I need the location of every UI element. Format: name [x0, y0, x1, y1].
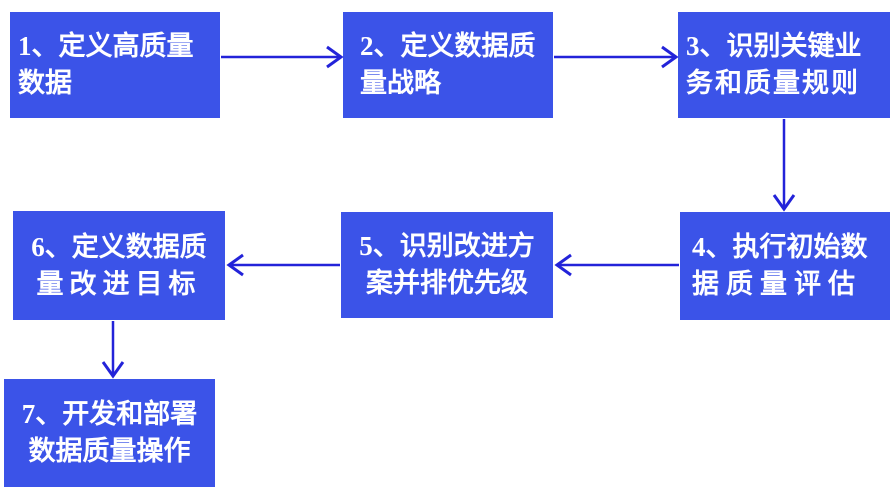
flow-step-3: 3、识别关键业 务和质量规则 [678, 12, 890, 118]
flow-step-1-line1: 1、定义高质量 [18, 31, 194, 61]
flow-step-7-line2: 数据质量操作 [28, 436, 191, 466]
flow-step-4: 4、执行初始数 据质量评估 [680, 212, 890, 320]
arrow-3-to-4-icon [772, 119, 796, 212]
flow-step-7-line1: 7、开发和部署 [21, 399, 198, 429]
arrow-5-to-6-icon [226, 253, 340, 277]
flow-step-6-line2: 量改进目标 [36, 268, 202, 299]
flow-step-7: 7、开发和部署 数据质量操作 [4, 379, 215, 487]
flow-step-1: 1、定义高质量 数据 [10, 12, 220, 118]
arrow-2-to-3-icon [554, 45, 679, 69]
flow-step-4-line1: 4、执行初始数 [692, 232, 868, 262]
flow-step-5-line1: 5、识别改进方 [359, 231, 535, 261]
flow-step-5: 5、识别改进方 案并排优先级 [341, 212, 553, 318]
flow-step-6-line1: 6、定义数据质 [31, 231, 207, 262]
flow-step-2: 2、定义数据质 量战略 [343, 12, 553, 118]
flow-step-4-line2: 据质量评估 [692, 269, 862, 299]
flow-step-3-line1: 3、识别关键业 [686, 31, 862, 61]
flow-step-2-line1: 2、定义数据质 [360, 31, 536, 61]
arrow-4-to-5-icon [554, 253, 679, 277]
arrow-6-to-7-icon [101, 321, 125, 379]
flow-step-1-line2: 数据 [18, 68, 72, 98]
flow-step-6: 6、定义数据质 量改进目标 [13, 211, 225, 320]
arrow-1-to-2-icon [221, 45, 344, 69]
flow-step-2-line2: 量战略 [360, 68, 441, 98]
flow-step-3-line2: 务和质量规则 [686, 68, 860, 98]
flow-step-5-line2: 案并排优先级 [366, 268, 528, 298]
